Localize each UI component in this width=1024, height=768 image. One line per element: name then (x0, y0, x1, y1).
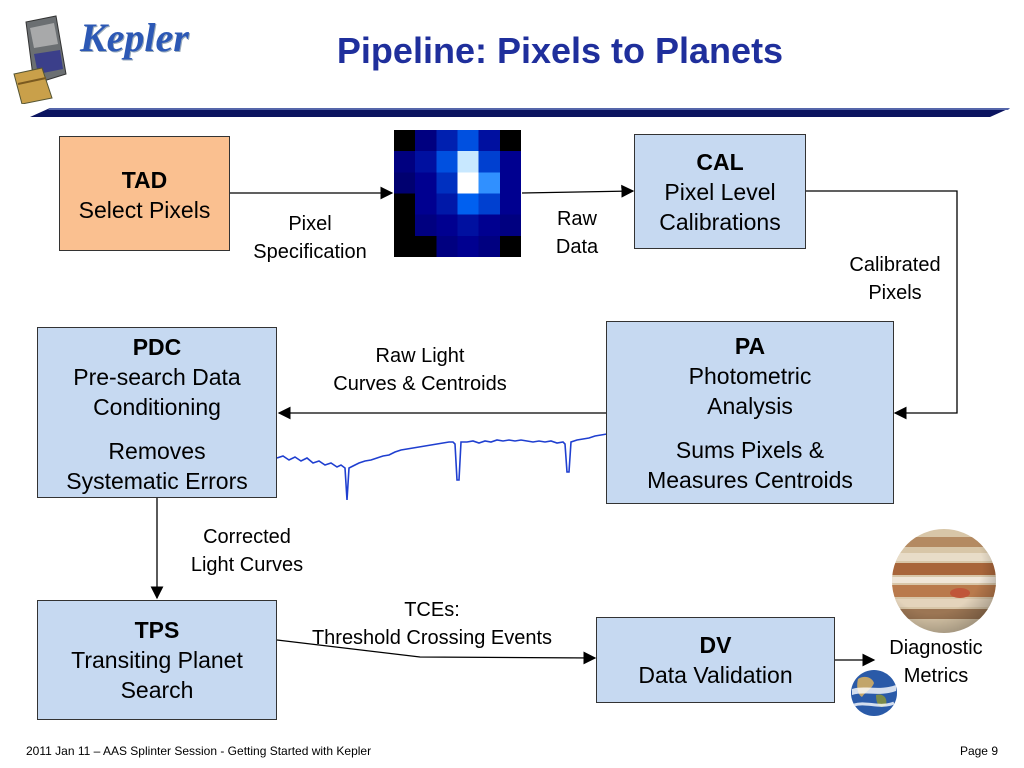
header-rule (30, 104, 1010, 117)
pdc-box: PDC Pre-search Data Conditioning Removes… (37, 327, 277, 498)
cal-title: CAL (696, 149, 744, 175)
footer-left: 2011 Jan 11 – AAS Splinter Session - Get… (26, 744, 372, 758)
tces-line1: TCEs: (404, 599, 460, 621)
cal-box: CAL Pixel Level Calibrations (634, 134, 806, 249)
raw-lc-line1: Raw Light (375, 345, 465, 367)
footer-page-number: Page 9 (959, 744, 998, 758)
kepler-spacecraft-icon (8, 14, 72, 105)
raw-data-label: Raw Data (537, 205, 617, 261)
pdc-line1: Pre-search Data (73, 364, 241, 390)
raw-data-line2: Data (555, 236, 599, 258)
cal-line2: Calibrations (659, 209, 781, 235)
corrected-line1: Corrected (203, 526, 291, 548)
raw-lc-line2: Curves & Centroids (333, 373, 507, 395)
calibrated-pixels-label: Calibrated Pixels (830, 251, 960, 307)
tces-line2: Threshold Crossing Events (311, 627, 553, 649)
pa-line4: Measures Centroids (647, 467, 853, 493)
tad-description: Select Pixels (78, 197, 211, 223)
pixel-spec-line1: Pixel (288, 213, 332, 235)
pa-line3: Sums Pixels & (675, 437, 825, 463)
dv-line1: Data Validation (638, 662, 793, 688)
tps-line2: Search (120, 677, 194, 703)
diagnostic-line1: Diagnostic (889, 637, 983, 659)
light-curve-image (276, 430, 608, 505)
pa-line1: Photometric (688, 363, 812, 389)
pdc-title: PDC (132, 334, 182, 360)
tps-title: TPS (134, 617, 180, 643)
earth-icon (850, 669, 898, 717)
cal-line1: Pixel Level (664, 179, 776, 205)
pixel-grid-image (394, 130, 521, 257)
dv-box: DV Data Validation (596, 617, 835, 703)
raw-data-line1: Raw (556, 208, 597, 230)
raw-light-curves-label: Raw Light Curves & Centroids (300, 342, 540, 398)
dv-title: DV (699, 632, 732, 658)
calibrated-line2: Pixels (868, 282, 922, 304)
pa-box: PA Photometric Analysis Sums Pixels & Me… (606, 321, 894, 504)
kepler-logo: Kepler (80, 15, 189, 60)
pdc-line3: Removes (108, 438, 206, 464)
tps-box: TPS Transiting Planet Search (37, 600, 277, 720)
corrected-light-curves-label: Corrected Light Curves (167, 523, 327, 579)
tad-title: TAD (121, 167, 168, 193)
page-title: Pipeline: Pixels to Planets (336, 30, 784, 71)
tad-box: TAD Select Pixels (59, 136, 230, 251)
pixel-specification-label: Pixel Specification (230, 210, 390, 266)
diagnostic-metrics-label: Diagnostic Metrics (876, 634, 996, 690)
pa-title: PA (734, 333, 766, 359)
pdc-line4: Systematic Errors (66, 468, 248, 494)
pixel-spec-line2: Specification (253, 241, 367, 263)
tces-label: TCEs: Threshold Crossing Events (282, 596, 582, 652)
corrected-line2: Light Curves (190, 554, 304, 576)
pdc-line2: Conditioning (93, 394, 221, 420)
tps-line1: Transiting Planet (71, 647, 243, 673)
calibrated-line1: Calibrated (849, 254, 941, 276)
diagnostic-line2: Metrics (903, 665, 969, 687)
jupiter-icon (890, 527, 998, 635)
pa-line2: Analysis (707, 393, 793, 419)
